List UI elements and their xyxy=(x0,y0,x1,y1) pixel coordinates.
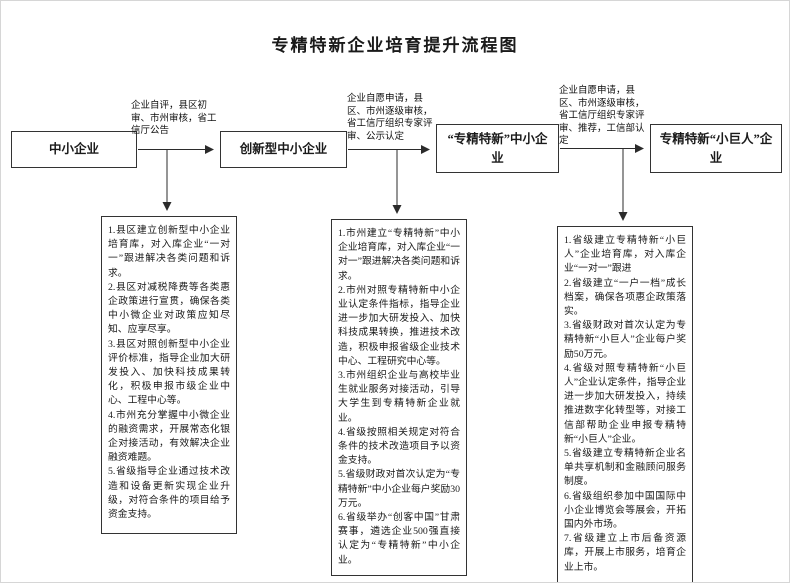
detail-item: 5.省级财政对首次认定为“专精特新”中小企业每户奖励30万元。 xyxy=(338,469,460,509)
detail-item: 4.省级对照专精特新“小巨人”企业认定条件，指导企业进一步加大研发投入，持续推进… xyxy=(564,362,686,445)
stage-label-sme: 中小企业 xyxy=(48,142,99,157)
stage-label-zjtx-sme: “专精特新”中小企业 xyxy=(447,132,548,165)
detail-box-innovative-sme: 1.县区建立创新型中小企业培育库，对入库企业“一对一”跟进解决各类问题和诉求。 … xyxy=(101,216,237,534)
detail-item: 2.省级建立“一户一档”成长档案，确保各项惠企政策落实。 xyxy=(564,277,686,318)
detail-item: 1.县区建立创新型中小企业培育库，对入库企业“一对一”跟进解决各类问题和诉求。 xyxy=(108,225,230,279)
transition-label-1: 企业自评，县区初审、市州审核，省工信厅公告 xyxy=(131,101,217,136)
detail-box-little-giant: 1.省级建立专精特新“小巨人”企业培育库，对入库企业“一对一”跟进 2.省级建立… xyxy=(557,226,693,582)
stage-box-innovative-sme: 创新型中小企业 xyxy=(220,131,347,168)
detail-item: 4.省级按照相关规定对符合条件的技术改造项目予以资金支持。 xyxy=(338,426,460,467)
transition-label-2: 企业自愿申请，县区、市州逐级审核，省工信厅组织专家评审、公示认定 xyxy=(347,94,433,142)
transition-label-3: 企业自愿申请，县区、市州逐级审核，省工信厅组织专家评审、推荐，工信部认定 xyxy=(559,86,645,146)
detail-item: 3.市州组织企业与高校毕业生就业服务对接活动，引导大学生到专精特新企业就业。 xyxy=(338,370,460,424)
detail-item: 7.省级建立上市后备资源库，开展上市服务，培育企业上市。 xyxy=(564,533,686,573)
detail-item: 6.省级举办“创客中国”甘肃赛事，遴选企业500强直接认定为“专精特新”中小企业… xyxy=(338,512,460,566)
detail-item: 2.县区对减税降费等各类惠企政策进行宣贯，确保各类中小微企业对政策应知尽知、应享… xyxy=(108,281,230,336)
detail-item: 4.市州充分掌握中小微企业的融资需求，开展常态化银企对接活动，有效解决企业融资难… xyxy=(108,409,230,464)
detail-item: 5.省级建立专精特新企业名单共享机制和金融顾问服务制度。 xyxy=(564,448,686,488)
detail-item: 2.市州对照专精特新中小企业认定条件指标，指导企业进一步加大研发投入、加快科技成… xyxy=(338,284,460,367)
stage-box-little-giant: 专精特新“小巨人”企业 xyxy=(650,124,782,173)
detail-box-zjtx-sme: 1.市州建立“专精特新”中小企业培育库，对入库企业“一对一”跟进解决各类问题和诉… xyxy=(331,219,467,576)
stage-label-little-giant: 专精特新“小巨人”企业 xyxy=(659,132,773,165)
detail-item: 5.省级指导企业通过技术改造和设备更新实现企业升级，对符合条件的项目给予资金支持… xyxy=(108,466,230,521)
stage-box-zjtx-sme: “专精特新”中小企业 xyxy=(436,124,559,173)
detail-item: 1.省级建立专精特新“小巨人”企业培育库，对入库企业“一对一”跟进 xyxy=(564,235,686,275)
detail-item: 6.省级组织参加中国国际中小企业博览会等展会，开拓国内外市场。 xyxy=(564,490,686,531)
stage-label-innovative-sme: 创新型中小企业 xyxy=(239,142,328,157)
stage-box-sme: 中小企业 xyxy=(11,131,137,168)
page-title: 专精特新企业培育提升流程图 xyxy=(271,36,519,55)
detail-item: 3.省级财政对首次认定为专精特新“小巨人”企业每户奖励50万元。 xyxy=(564,320,686,360)
detail-item: 3.县区对照创新型中小企业评价标准，指导企业加大研发投入、加快科技成果转化，积极… xyxy=(108,338,230,407)
detail-item: 1.市州建立“专精特新”中小企业培育库，对入库企业“一对一”跟进解决各类问题和诉… xyxy=(338,228,460,282)
